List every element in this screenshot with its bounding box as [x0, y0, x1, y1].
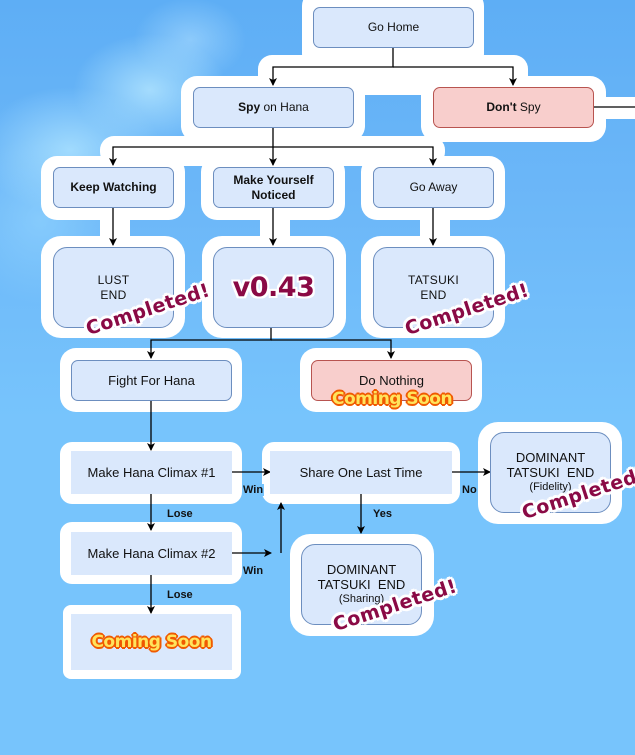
coming-soon-label: Coming Soon — [91, 631, 212, 652]
version-label: v0.43 — [232, 272, 315, 303]
node-label-line1: DOMINANT — [515, 450, 586, 465]
edge-spy-keepwatching — [109, 127, 274, 166]
node-dominant-fidelity[interactable]: DOMINANT TATSUKI END (Fidelity) — [490, 432, 611, 513]
node-label: Go Away — [409, 180, 458, 194]
node-label: Make Hana Climax #1 — [87, 465, 216, 480]
node-dominant-sharing[interactable]: DOMINANT TATSUKI END (Sharing) — [301, 544, 422, 625]
edge-version-nothing — [271, 339, 395, 359]
node-label-bold: Spy — [238, 100, 261, 114]
edge-label-climax1-win: Win — [242, 484, 265, 496]
node-label: Share One Last Time — [299, 465, 423, 480]
node-go-home[interactable]: Go Home — [313, 7, 474, 48]
node-label-line1: LUST — [97, 272, 130, 287]
node-dont-spy[interactable]: Don't Spy — [433, 87, 594, 128]
node-share-one-last-time[interactable]: Share One Last Time — [270, 451, 452, 494]
coming-soon-badge-do-nothing: Coming Soon — [332, 389, 453, 409]
node-label-line2: TATSUKI END — [506, 465, 595, 480]
edge-label-share-no: No — [461, 484, 478, 496]
node-label-rest: on Hana — [260, 100, 309, 114]
node-climax-2[interactable]: Make Hana Climax #2 — [71, 532, 232, 575]
node-coming-soon-end: Coming Soon — [71, 614, 232, 670]
node-label: Don't Spy — [486, 100, 540, 115]
node-do-nothing[interactable]: Do Nothing — [311, 360, 472, 401]
node-version: v0.43 — [213, 247, 334, 328]
edge-gohome-spy — [269, 47, 394, 86]
node-label-rest: Spy — [516, 100, 541, 114]
node-label-line2: END — [420, 287, 447, 302]
edge-label-share-yes: Yes — [373, 508, 392, 520]
node-go-away[interactable]: Go Away — [373, 167, 494, 208]
node-label: Do Nothing — [358, 373, 425, 388]
node-lust-end[interactable]: LUST END — [53, 247, 174, 328]
node-label: Spy on Hana — [238, 100, 309, 115]
edge-spy-goaway — [273, 146, 437, 166]
node-keep-watching[interactable]: Keep Watching — [53, 167, 174, 208]
node-label-line3: (Sharing) — [338, 593, 385, 605]
node-label: Go Home — [367, 20, 420, 34]
node-label-bold: Don't — [486, 100, 517, 114]
node-label: Fight For Hana — [108, 373, 195, 388]
edge-label-climax2-win: Win — [242, 565, 265, 577]
node-label: Make Hana Climax #2 — [87, 546, 216, 561]
node-label-line1: Make Yourself — [233, 172, 314, 187]
edge-label-climax1-lose: Lose — [167, 508, 193, 520]
edge-version-fight — [147, 327, 272, 359]
node-fight-for-hana[interactable]: Fight For Hana — [71, 360, 232, 401]
node-label: Keep Watching — [70, 180, 157, 194]
node-label-line2: TATSUKI END — [317, 577, 406, 592]
halo — [590, 97, 635, 119]
node-label-line2: END — [100, 287, 127, 302]
node-make-yourself-noticed[interactable]: Make Yourself Noticed — [213, 167, 334, 208]
node-label-line1: DOMINANT — [326, 562, 397, 577]
node-label-line3: (Fidelity) — [529, 481, 572, 493]
node-climax-1[interactable]: Make Hana Climax #1 — [71, 451, 232, 494]
edge-label-climax2-lose: Lose — [167, 589, 193, 601]
node-tatsuki-end[interactable]: TATSUKI END — [373, 247, 494, 328]
node-label-line1: TATSUKI — [408, 272, 459, 287]
node-spy-on-hana[interactable]: Spy on Hana — [193, 87, 354, 128]
edge-gohome-dontspy — [393, 66, 517, 86]
node-label-line2: Noticed — [251, 187, 296, 202]
